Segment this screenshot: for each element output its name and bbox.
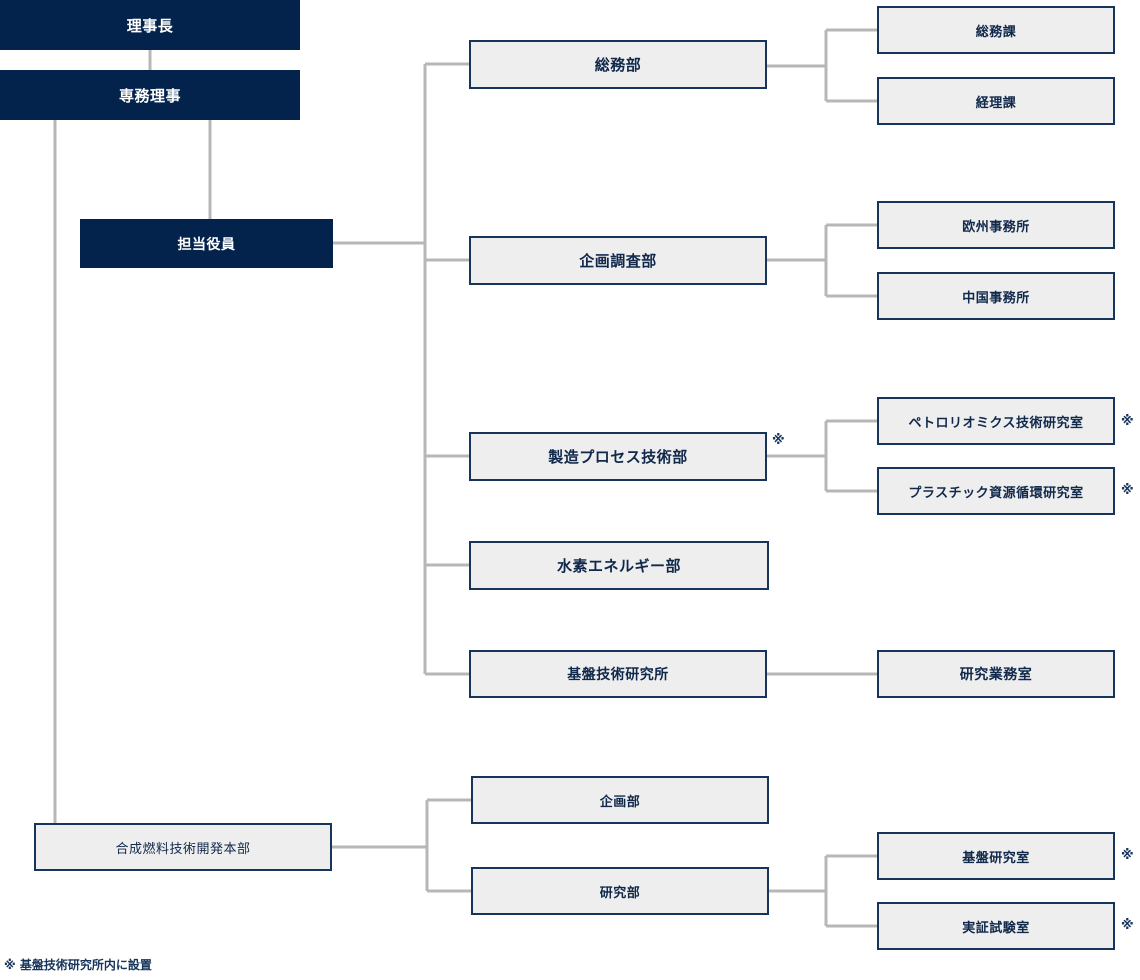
hydrogen-energy-dept-label: 水素エネルギー部 <box>556 557 681 575</box>
general-affairs-section-label: 総務課 <box>975 24 1017 40</box>
europe-office-label: 欧州事務所 <box>962 219 1030 235</box>
basic-research-lab-note-mark: ※ <box>1121 848 1134 863</box>
research-affairs-office-box: 研究業務室 <box>877 650 1115 698</box>
synthetic-fuel-hq-box: 合成燃料技術開発本部 <box>34 823 332 871</box>
demonstration-lab-box: 実証試験室 <box>877 902 1115 950</box>
chairman-label: 理事長 <box>126 16 174 35</box>
managing-director-box: 専務理事 <box>0 70 300 120</box>
officer-in-charge-label: 担当役員 <box>177 236 236 253</box>
plastic-recycling-lab-note-mark: ※ <box>1121 483 1134 498</box>
europe-office-box: 欧州事務所 <box>877 201 1115 249</box>
general-affairs-dept-label: 総務部 <box>594 56 642 74</box>
basic-tech-lab-label: 基盤技術研究所 <box>567 667 669 683</box>
basic-research-lab-label: 基盤研究室 <box>962 850 1030 866</box>
planning-dept-label: 企画部 <box>599 794 641 810</box>
china-office-box: 中国事務所 <box>877 272 1115 320</box>
accounting-section-box: 経理課 <box>877 77 1115 125</box>
manufacturing-process-note-mark: ※ <box>772 433 785 448</box>
synthetic-fuel-hq-label: 合成燃料技術開発本部 <box>115 841 251 857</box>
petroleomics-lab-note-mark: ※ <box>1121 414 1134 429</box>
petroleomics-lab-box: ペトロリオミクス技術研究室 <box>877 397 1115 445</box>
demonstration-lab-note-mark: ※ <box>1121 918 1134 933</box>
chairman-box: 理事長 <box>0 0 300 50</box>
general-affairs-dept-box: 総務部 <box>469 40 767 89</box>
petroleomics-lab-label: ペトロリオミクス技術研究室 <box>908 415 1084 431</box>
research-affairs-office-label: 研究業務室 <box>959 667 1033 683</box>
planning-research-dept-box: 企画調査部 <box>469 236 767 285</box>
basic-research-lab-box: 基盤研究室 <box>877 832 1115 880</box>
officer-in-charge-box: 担当役員 <box>80 219 333 268</box>
china-office-label: 中国事務所 <box>962 290 1030 306</box>
accounting-section-label: 経理課 <box>975 95 1017 111</box>
manufacturing-process-dept-box: 製造プロセス技術部 <box>469 432 767 481</box>
demonstration-lab-label: 実証試験室 <box>962 920 1030 936</box>
research-dept-box: 研究部 <box>471 867 769 915</box>
planning-dept-box: 企画部 <box>471 776 769 824</box>
manufacturing-process-dept-label: 製造プロセス技術部 <box>548 448 688 466</box>
basic-tech-lab-box: 基盤技術研究所 <box>469 650 767 698</box>
general-affairs-section-box: 総務課 <box>877 6 1115 54</box>
plastic-recycling-lab-label: プラスチック資源循環研究室 <box>908 485 1084 501</box>
research-dept-label: 研究部 <box>599 885 641 901</box>
planning-research-dept-label: 企画調査部 <box>579 252 657 270</box>
hydrogen-energy-dept-box: 水素エネルギー部 <box>469 541 769 590</box>
managing-director-label: 専務理事 <box>118 86 181 105</box>
footnote: ※ 基盤技術研究所内に設置 <box>4 958 152 972</box>
plastic-recycling-lab-box: プラスチック資源循環研究室 <box>877 467 1115 515</box>
